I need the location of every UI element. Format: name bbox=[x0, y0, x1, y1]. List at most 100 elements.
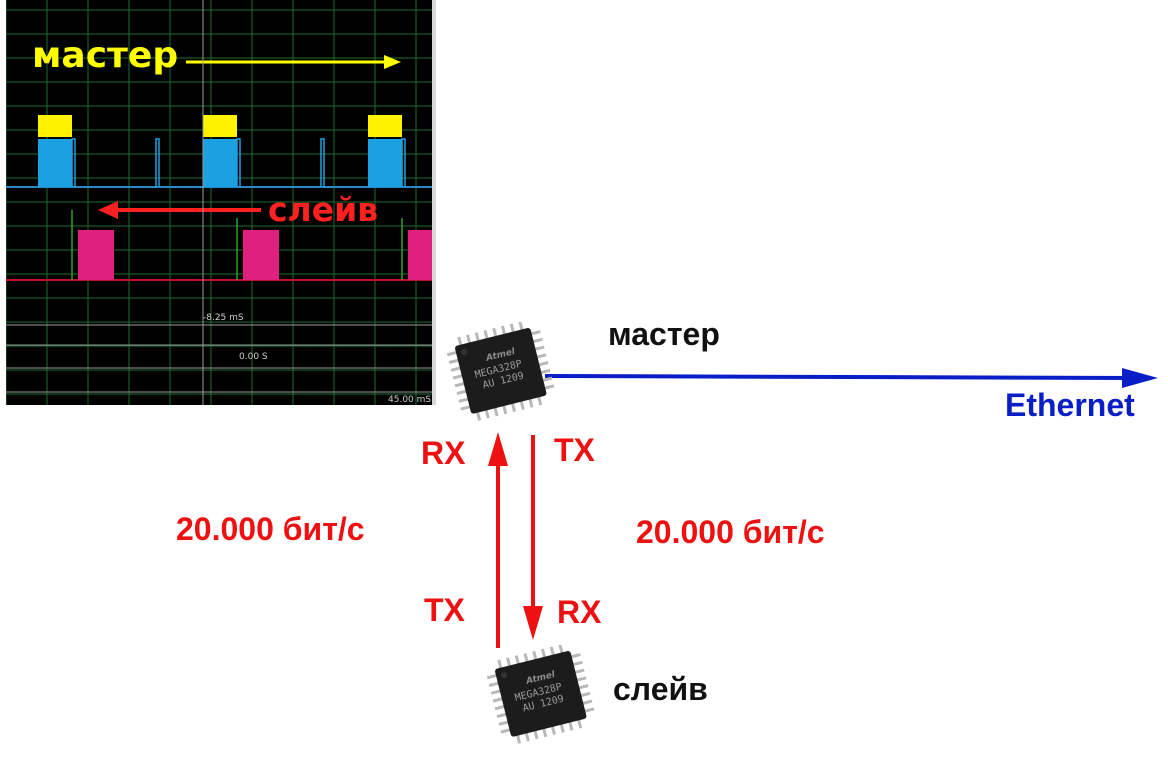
master-tx-label: TX bbox=[554, 432, 595, 468]
chip-pin bbox=[492, 327, 498, 338]
master-spike bbox=[236, 138, 241, 187]
chip-pins bbox=[446, 322, 555, 421]
chip-pin bbox=[533, 729, 539, 740]
chip-pins bbox=[486, 645, 595, 744]
master-pulse-yellow bbox=[368, 115, 402, 137]
chip-pin bbox=[488, 681, 500, 687]
slave-direction-arrowhead bbox=[98, 201, 118, 219]
chip-pin bbox=[542, 727, 548, 738]
chip-pin bbox=[452, 374, 464, 380]
scope-right-border bbox=[432, 0, 436, 405]
scope-master-label: мастер bbox=[32, 35, 179, 76]
chip-pin bbox=[578, 684, 589, 690]
chip-pin bbox=[532, 337, 543, 344]
chip-pin bbox=[538, 361, 549, 367]
chip-pin bbox=[519, 400, 525, 410]
chip-pin bbox=[456, 389, 468, 396]
master-spike bbox=[71, 138, 76, 187]
chip-pin bbox=[506, 657, 512, 667]
chip-pin bbox=[446, 350, 458, 357]
chip-pin bbox=[570, 653, 581, 659]
master-label: мастер bbox=[608, 316, 720, 352]
chip-pin bbox=[457, 336, 463, 347]
master-pulse-yellow bbox=[203, 115, 237, 137]
chip-pin bbox=[532, 650, 538, 661]
chip-pin bbox=[572, 660, 583, 667]
chip-pin bbox=[540, 368, 551, 375]
chip-pin bbox=[574, 668, 585, 674]
chip-pin bbox=[530, 330, 541, 336]
slave-label: слейв bbox=[613, 671, 708, 707]
ethernet-arrowhead bbox=[1122, 368, 1158, 388]
chip-pin bbox=[559, 723, 565, 733]
chip-pin bbox=[466, 334, 472, 344]
chip-body bbox=[495, 651, 587, 737]
chip-pin bbox=[510, 402, 516, 413]
ethernet-label: Ethernet bbox=[1005, 387, 1135, 423]
slave-pulse bbox=[78, 230, 114, 280]
ethernet-arrow-line bbox=[544, 374, 1136, 380]
chip-pin bbox=[509, 323, 515, 333]
master-microcontroller-chip: Atmel MEGA328P AU 1209 bbox=[446, 322, 555, 421]
left-link-rate: 20.000 бит/с bbox=[176, 511, 365, 547]
chip-pin bbox=[492, 697, 504, 703]
scope-slave-label: слейв bbox=[268, 190, 379, 229]
chip-pin bbox=[454, 381, 466, 388]
chip-pin bbox=[474, 332, 480, 342]
slave-rx-label: RX bbox=[557, 594, 602, 630]
slave-pulse bbox=[408, 230, 436, 280]
chip-pin bbox=[502, 404, 508, 415]
chip-pin bbox=[475, 411, 482, 421]
scope-gridlines bbox=[6, 0, 436, 405]
chip-pin bbox=[458, 397, 469, 403]
scope-offset-readout: -8.25 mS bbox=[203, 313, 244, 323]
slave-pulse bbox=[243, 230, 279, 280]
chip-pin bbox=[540, 648, 547, 659]
chip-pin bbox=[494, 704, 506, 711]
chip-pin bbox=[450, 366, 462, 372]
scope-span-readout: 45.00 mS bbox=[388, 395, 432, 405]
master-to-slave-arrowhead bbox=[523, 606, 543, 640]
chip-pin bbox=[497, 659, 503, 670]
master-pulse-blue bbox=[38, 139, 72, 187]
chip-pin bbox=[448, 358, 460, 364]
chip-pin bbox=[583, 707, 595, 713]
chip-pin bbox=[500, 728, 511, 734]
chip-pin1-marker bbox=[461, 349, 468, 356]
slave-tx-label: TX bbox=[424, 592, 465, 628]
chip-pin bbox=[498, 720, 509, 726]
chip-pin bbox=[581, 699, 593, 705]
chip-pin bbox=[541, 376, 553, 382]
chip-pin bbox=[483, 330, 489, 340]
master-spike bbox=[401, 138, 406, 187]
chip-pin bbox=[518, 322, 524, 331]
chip-pin bbox=[536, 353, 547, 359]
master-spike bbox=[155, 138, 160, 187]
oscilloscope-grid bbox=[6, 0, 436, 405]
chip-pin bbox=[484, 409, 490, 419]
chip-pin bbox=[580, 691, 591, 698]
chip-pin bbox=[568, 721, 574, 731]
chip-pin1-marker bbox=[501, 672, 508, 679]
chip-pin bbox=[543, 384, 555, 390]
chip-pin bbox=[460, 405, 471, 411]
chip-pin bbox=[550, 725, 556, 736]
master-pulse-yellow bbox=[38, 115, 72, 137]
chip-pin bbox=[490, 689, 502, 695]
chip-pin bbox=[528, 398, 534, 408]
chip-pin bbox=[524, 732, 530, 742]
chip-pin bbox=[577, 719, 583, 729]
chip-body bbox=[455, 328, 547, 414]
master-direction-arrowhead bbox=[384, 55, 401, 69]
chip-pin bbox=[515, 734, 522, 744]
chip-pin bbox=[493, 406, 499, 417]
chip-pin bbox=[576, 676, 587, 682]
scope-time-readout: 0.00 S bbox=[239, 352, 268, 362]
chip-pin bbox=[549, 646, 555, 656]
oscilloscope-view: мастер слейв -8.25 mS 0.00 S 45.00 mS bbox=[6, 0, 436, 405]
chip-pin bbox=[558, 645, 564, 654]
chip-pin bbox=[523, 653, 529, 663]
master-spike bbox=[320, 138, 325, 187]
chip-pin bbox=[537, 396, 543, 406]
